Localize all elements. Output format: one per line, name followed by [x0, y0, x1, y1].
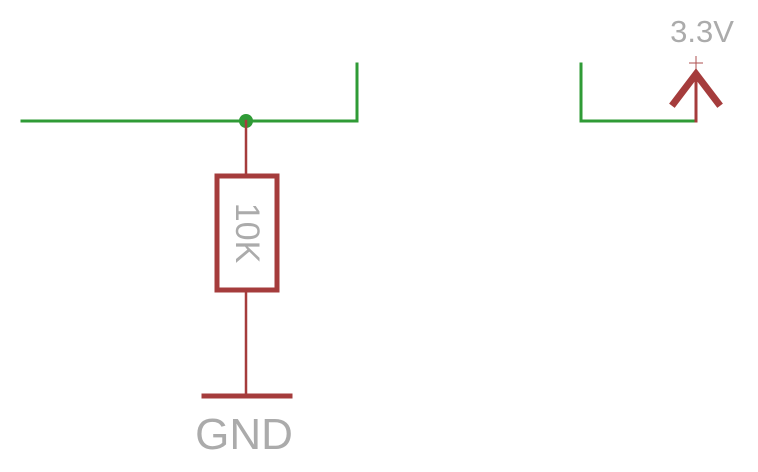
ground-label: GND [195, 410, 293, 459]
supply-origin-cross-icon [689, 56, 703, 70]
supply-voltage-label: 3.3V [670, 14, 734, 49]
resistor-value-label: 10K [228, 203, 266, 264]
supply-arrow-icon[interactable] [669, 68, 723, 108]
